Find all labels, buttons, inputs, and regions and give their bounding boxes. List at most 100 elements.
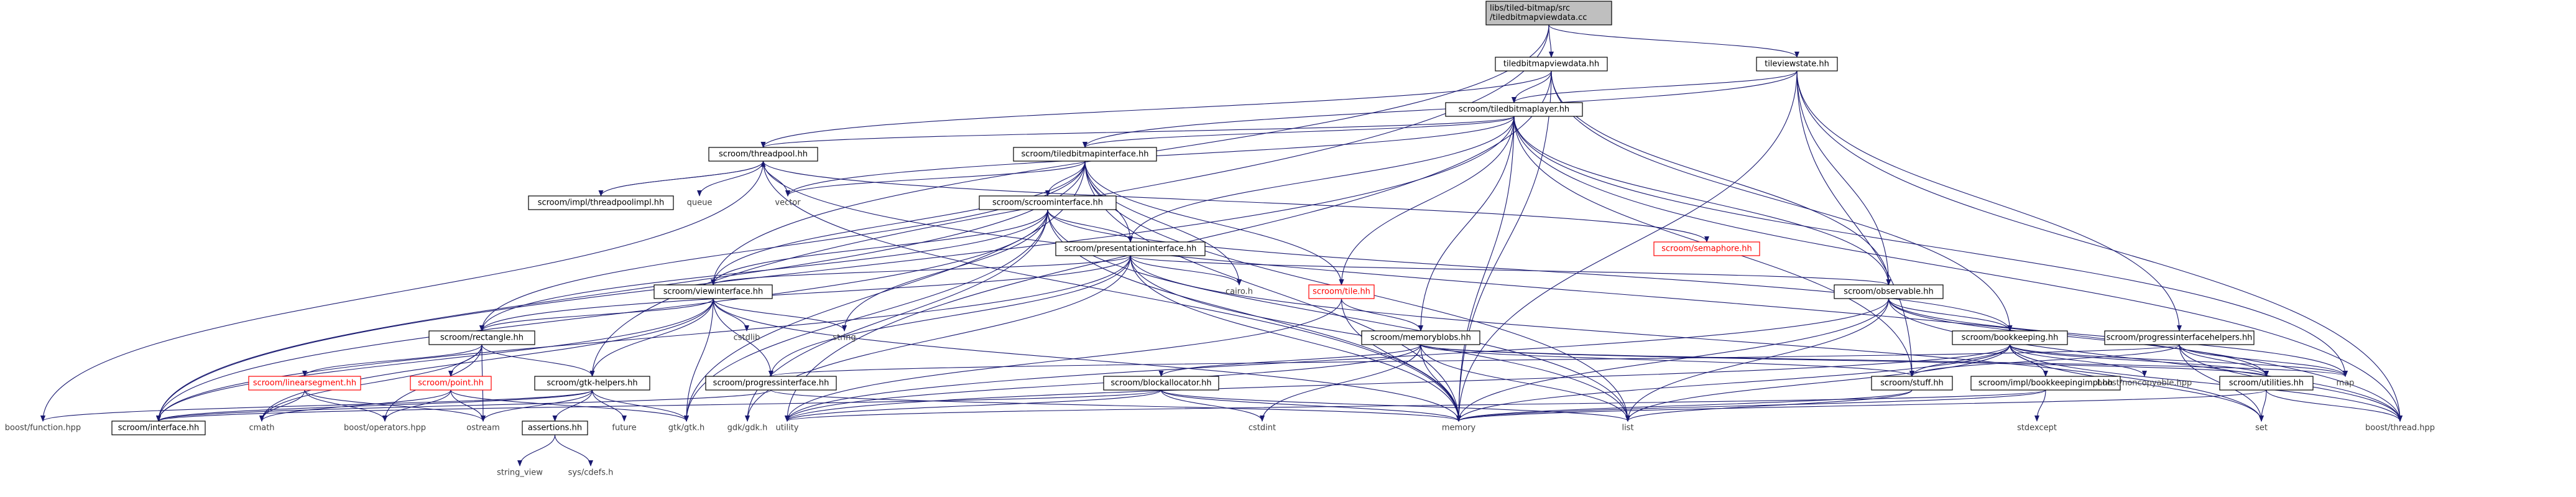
node-sem[interactable]: scroom/semaphore.hh <box>1653 241 1760 256</box>
node-pi-box <box>1055 241 1206 256</box>
node-iface-box <box>111 420 206 435</box>
edge-point-to-gtkgtk <box>450 389 689 422</box>
node-pi[interactable]: scroom/presentationinterface.hh <box>1055 241 1206 256</box>
node-si-box <box>979 195 1117 210</box>
node-assertions[interactable]: assertions.hh <box>522 420 588 435</box>
node-bk-box <box>1952 330 2068 345</box>
node-tp-box <box>708 147 818 162</box>
node-string-label-0: string <box>833 333 856 343</box>
node-gdkgdk: gdk/gdk.h <box>727 424 768 433</box>
node-tbi[interactable]: scroom/tiledbitmapinterface.hh <box>1013 147 1157 162</box>
node-future-label-0: future <box>612 424 636 433</box>
edge-util-to-set <box>2259 389 2267 422</box>
edge-rect-to-cmath <box>259 344 482 422</box>
node-ostream-label-0: ostream <box>466 424 500 433</box>
edge-vi-to-cmath <box>259 298 714 422</box>
node-pi-label-0: scroom/presentationinterface.hh <box>1064 244 1197 254</box>
edge-pi-to-memory <box>1130 255 1461 422</box>
node-bops: boost/operators.hpp <box>344 424 426 433</box>
edge-si-to-bk <box>1047 209 2013 332</box>
node-ba-label-0: scroom/blockallocator.hh <box>1110 379 1211 388</box>
edge-ls-to-ostream <box>304 389 486 422</box>
node-mb[interactable]: scroom/memoryblobs.hh <box>1361 330 1480 345</box>
node-gtkh[interactable]: scroom/gtk-helpers.hh <box>534 376 650 391</box>
node-bk-label-0: scroom/bookkeeping.hh <box>1962 333 2059 343</box>
node-tvs[interactable]: tileviewstate.hh <box>1756 57 1838 72</box>
edge-tpimpl-to-tp <box>600 160 766 197</box>
edge-tbl-to-map <box>1513 116 2348 377</box>
edge-pi-to-set <box>1130 255 2264 422</box>
node-tbi-box <box>1013 147 1157 162</box>
edge-assertions-to-syscdefs <box>554 434 593 467</box>
node-list-label-0: list <box>1622 424 1633 433</box>
node-obs[interactable]: scroom/observable.hh <box>1834 284 1944 299</box>
node-bkimpl[interactable]: scroom/impl/bookkeepingimpl.hh <box>1970 376 2121 391</box>
node-tbvd[interactable]: tiledbitmapviewdata.hh <box>1495 57 1608 72</box>
node-tile[interactable]: scroom/tile.hh <box>1308 284 1375 299</box>
node-point[interactable]: scroom/point.hh <box>410 376 492 391</box>
edge-rect-to-gtkh <box>481 344 595 377</box>
node-root-label-1: /tiledbitmapviewdata.cc <box>1490 13 1587 22</box>
edge-bk-to-bthread <box>2009 344 2403 422</box>
node-progi-label-0: scroom/progressinterface.hh <box>713 379 829 388</box>
node-gdkgdk-label-0: gdk/gdk.h <box>727 424 768 433</box>
edge-gtkh-to-iface <box>156 389 593 422</box>
node-si[interactable]: scroom/scroominterface.hh <box>979 195 1117 210</box>
node-stdexcept: stdexcept <box>2017 424 2057 433</box>
edge-pi-to-cairo <box>1130 255 1242 286</box>
edge-bk-to-util <box>2009 344 2269 377</box>
edge-tvs-to-pih <box>1796 70 2182 332</box>
node-pih-box <box>2104 330 2255 345</box>
node-tp[interactable]: scroom/threadpool.hh <box>708 147 818 162</box>
edge-vi-to-rect <box>479 298 714 332</box>
edge-tbl-to-tp <box>760 116 1515 148</box>
edge-tbl-to-obs <box>1513 116 1891 286</box>
node-ba[interactable]: scroom/blockallocator.hh <box>1103 376 1219 391</box>
node-bfunc-label-0: boost/function.hpp <box>5 424 81 433</box>
node-memory: memory <box>1442 424 1476 433</box>
node-tbl[interactable]: scroom/tiledbitmaplayer.hh <box>1445 102 1583 117</box>
node-cairo: cairo.h <box>1226 287 1253 297</box>
node-bfunc: boost/function.hpp <box>5 424 81 433</box>
node-root[interactable]: libs/tiled-bitmap/src/tiledbitmapviewdat… <box>1485 1 1612 26</box>
node-mb-box <box>1361 330 1480 345</box>
edge-bkimpl-to-stdexcept <box>2034 389 2046 422</box>
edge-tp-to-vector <box>762 160 790 197</box>
edge-tvs-to-tbl <box>1512 70 1798 103</box>
node-ls-box <box>248 376 361 391</box>
edge-si-to-pi <box>1047 209 1133 243</box>
node-progi[interactable]: scroom/progressinterface.hh <box>705 376 837 391</box>
edge-vi-to-iface <box>156 298 714 422</box>
node-iface[interactable]: scroom/interface.hh <box>111 420 206 435</box>
node-cairo-label-0: cairo.h <box>1226 287 1253 297</box>
edge-bk-to-noncopy <box>2009 344 2147 377</box>
edge-vi-to-string <box>713 298 847 332</box>
node-util[interactable]: scroom/utilities.hh <box>2219 376 2314 391</box>
edge-progi-to-iface <box>156 389 772 422</box>
edges-layer <box>40 24 2403 467</box>
node-bkimpl-label-0: scroom/impl/bookkeepingimpl.hh <box>1978 379 2113 388</box>
edge-mb-to-memory <box>1420 344 1461 422</box>
edge-obs-to-bthread <box>1888 298 2403 422</box>
node-gtkgtk-label-0: gtk/gtk.h <box>668 424 705 433</box>
node-tpimpl[interactable]: scroom/impl/threadpoolimpl.hh <box>528 195 674 210</box>
edge-mb-to-map <box>1420 344 2348 377</box>
node-syscdefs: sys/cdefs.h <box>568 468 614 478</box>
node-pih[interactable]: scroom/progressinterfacehelpers.hh <box>2104 330 2255 345</box>
node-stuff[interactable]: scroom/stuff.hh <box>1871 376 1953 391</box>
edge-tbl-to-pi <box>1128 116 1515 243</box>
edge-tbl-to-tbi <box>1083 116 1515 148</box>
edge-obs-to-util <box>1888 298 2269 377</box>
node-vi[interactable]: scroom/viewinterface.hh <box>653 284 773 299</box>
edge-tbi-to-cairo <box>1084 160 1242 286</box>
node-tile-label-0: scroom/tile.hh <box>1313 287 1370 297</box>
node-bk[interactable]: scroom/bookkeeping.hh <box>1952 330 2068 345</box>
node-rect[interactable]: scroom/rectangle.hh <box>428 330 535 345</box>
edge-pi-to-obs <box>1130 255 1891 286</box>
edge-vi-to-progi <box>713 298 773 377</box>
edge-assertions-to-sv <box>517 434 556 467</box>
node-set: set <box>2255 424 2268 433</box>
node-cstdlib: cstdlib <box>734 333 760 343</box>
node-ls[interactable]: scroom/linearsegment.hh <box>248 376 361 391</box>
node-syscdefs-label-0: sys/cdefs.h <box>568 468 614 478</box>
